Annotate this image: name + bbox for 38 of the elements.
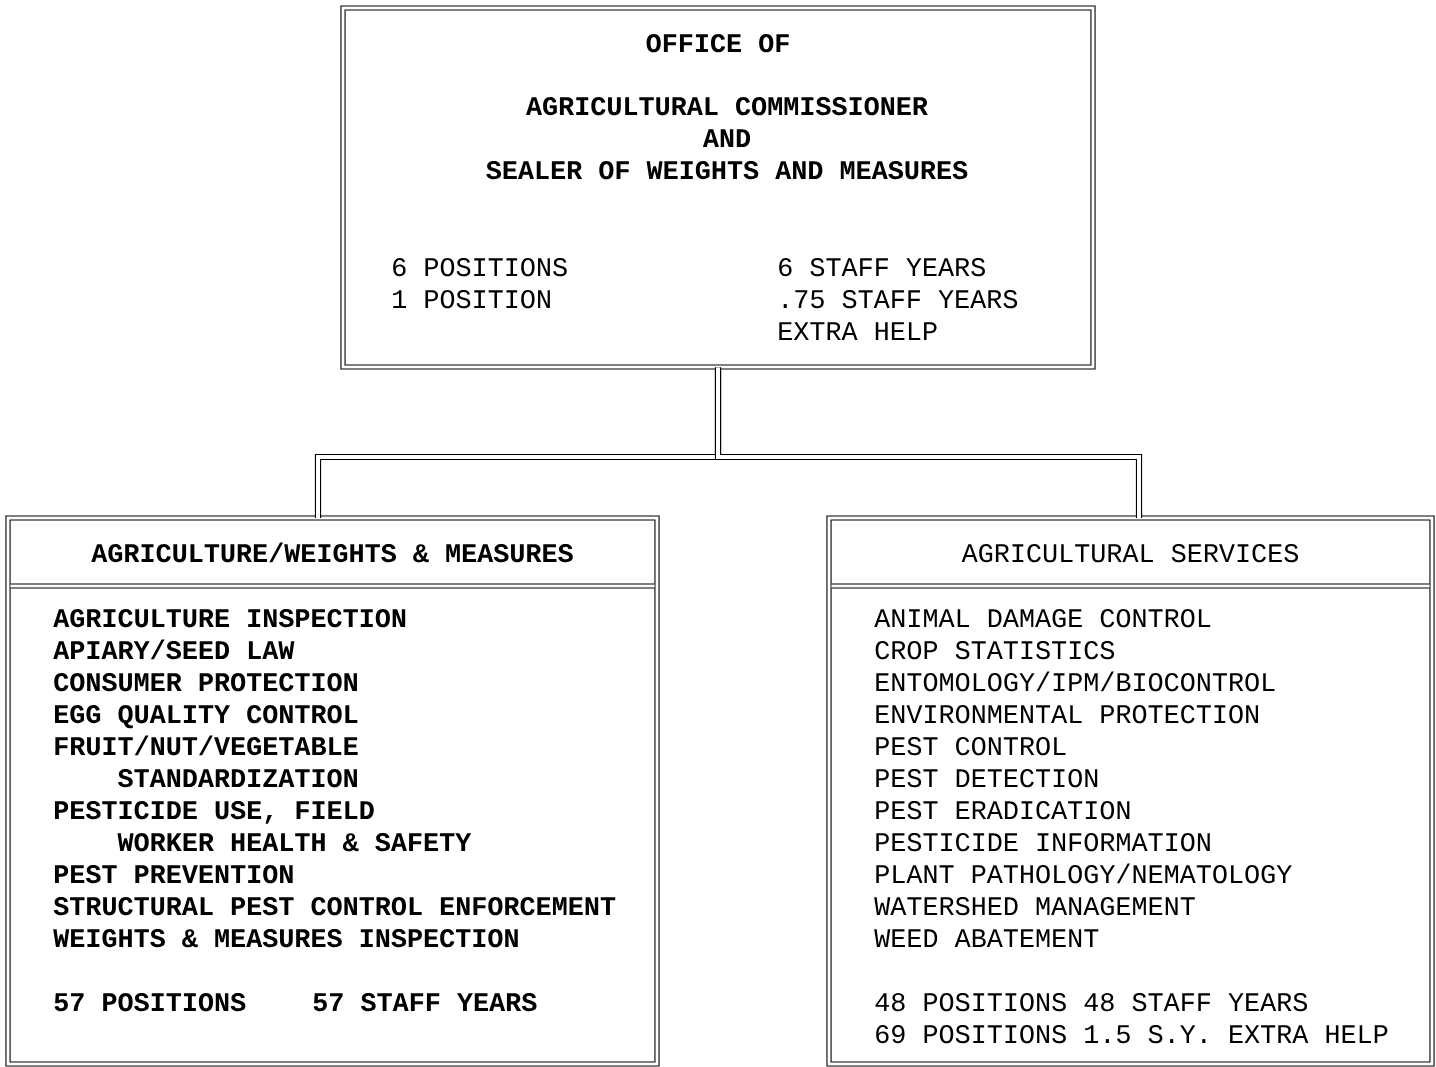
box-heading: AGRICULTURE/WEIGHTS & MEASURES xyxy=(91,542,573,563)
box-text: STRUCTURAL PEST CONTROL ENFORCEMENT xyxy=(53,897,616,916)
box-heading: AGRICULTURAL COMMISSIONER xyxy=(525,97,928,116)
box-text: ENVIRONMENTAL PROTECTION xyxy=(876,705,1258,724)
box-text: CROP STATISTICS xyxy=(875,641,1115,660)
box-text: CONSUMER PROTECTION xyxy=(54,673,357,692)
box-text: ANIMAL DAMAGE CONTROL xyxy=(874,609,1211,628)
org-box xyxy=(340,5,1096,370)
box-text: PESTICIDE INFORMATION xyxy=(876,833,1210,852)
box-heading: AGRICULTURAL SERVICES xyxy=(961,544,1298,563)
box-text: PESTICIDE USE, FIELD WORKER HEALTH & SAFETY xyxy=(55,801,472,852)
box-text: WATERSHED MANAGEMENT xyxy=(874,897,1195,916)
box-text: APIARY/SEED LAW xyxy=(53,639,295,660)
box-text: 6 POSITIONS xyxy=(393,258,567,277)
box-text: 48 POSITIONS 48 STAFF YEARS xyxy=(875,993,1308,1012)
box-text: AGRICULTURE INSPECTION xyxy=(53,609,406,628)
box-text: PEST CONTROL xyxy=(876,737,1066,756)
org-box xyxy=(826,515,1435,1067)
box-text: PEST PREVENTION xyxy=(55,865,293,884)
box-text: .75 STAFF YEARS EXTRA HELP xyxy=(779,290,1018,340)
box-text: PLANT PATHOLOGY/NEMATOLOGY xyxy=(876,863,1292,884)
org-box xyxy=(5,515,660,1067)
box-text: 57 POSITIONS xyxy=(54,993,246,1012)
box-text: PEST DETECTION xyxy=(876,769,1098,788)
box-text: 57 STAFF YEARS xyxy=(313,993,537,1012)
box-text: 1 POSITION xyxy=(393,290,550,309)
box-text: 6 STAFF YEARS xyxy=(779,258,985,277)
box-heading: SEALER OF WEIGHTS AND MEASURES xyxy=(486,161,968,180)
box-text: WEED ABATEMENT xyxy=(874,929,1099,947)
box-text: ENTOMOLOGY/IPM/BIOCONTROL xyxy=(876,671,1275,692)
box-heading: OFFICE OF xyxy=(646,34,789,53)
box-heading: AND xyxy=(702,129,751,147)
box-text: EGG QUALITY CONTROL xyxy=(55,705,358,729)
box-text: WEIGHTS & MEASURES INSPECTION xyxy=(53,929,518,948)
box-text: FRUIT/NUT/VEGETABLE STANDARDIZATION xyxy=(55,735,358,788)
connector xyxy=(714,367,1143,518)
box-text: PEST ERADICATION xyxy=(876,801,1130,820)
box-text: 69 POSITIONS 1.5 S.Y. EXTRA HELP xyxy=(876,1025,1388,1044)
